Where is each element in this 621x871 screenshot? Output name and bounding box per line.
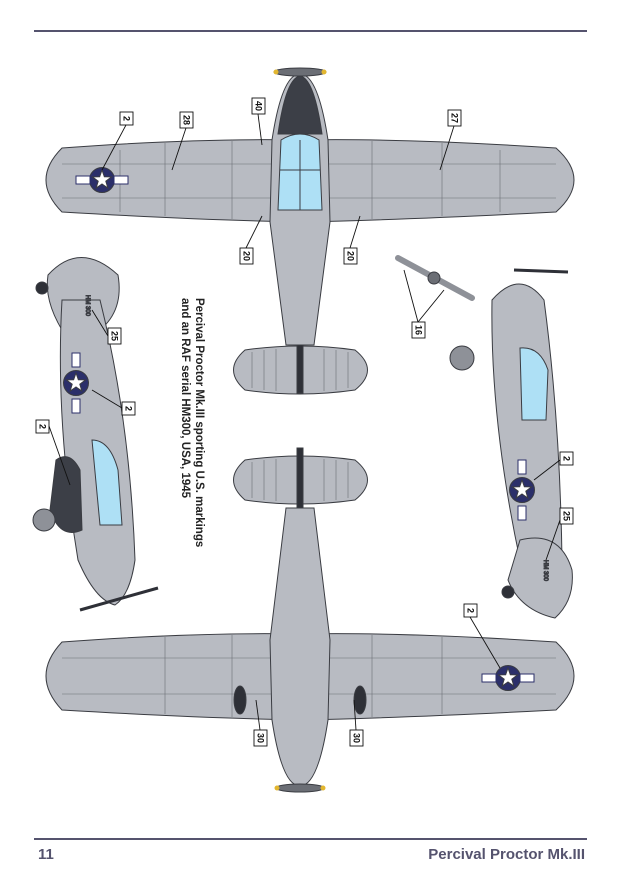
svg-text:2: 2 [562, 456, 572, 461]
header-rule [34, 30, 587, 32]
callout-right-16: 16 [403, 269, 445, 339]
callout-left-25: 25 [91, 309, 122, 345]
callout-bottom-30a: 30 [253, 699, 268, 747]
page-number: 11 [38, 846, 54, 863]
footer-title: Percival Proctor Mk.III [428, 846, 585, 863]
right-side-canopy [519, 347, 549, 421]
footer-rule [34, 838, 587, 840]
svg-text:40: 40 [254, 101, 264, 111]
svg-text:20: 20 [242, 251, 252, 261]
caption-line-2: and an RAF serial HM300, USA, 1945 [179, 298, 191, 499]
callout-top-20b: 20 [343, 215, 361, 265]
right-side-fin [507, 537, 573, 619]
top-view-anti-glare [277, 75, 323, 135]
callout-top-28: 28 [171, 111, 194, 171]
callout-left-2a: 2 [91, 389, 136, 416]
left-side-serial: HM 300 [84, 295, 90, 317]
top-view-spinner [273, 67, 327, 77]
right-side-serial: HM 300 [542, 560, 548, 582]
callout-right-25: 25 [545, 507, 574, 561]
svg-text:25: 25 [562, 511, 572, 521]
svg-text:28: 28 [182, 115, 192, 125]
svg-text:27: 27 [450, 113, 460, 123]
svg-text:25: 25 [110, 331, 120, 341]
callout-left-2b: 2 [35, 419, 71, 486]
svg-text:30: 30 [256, 733, 266, 743]
left-side-canopy [91, 439, 123, 526]
callouts: 2 28 40 27 20 20 25 2 2 16 2 25 2 30 30 [35, 97, 574, 747]
callout-right-2: 2 [533, 451, 574, 481]
callout-bottom-2: 2 [463, 603, 501, 669]
left-side-view-aircraft: HM 300 [32, 257, 159, 612]
bottom-view-fuselage [269, 507, 331, 787]
top-view-aircraft [45, 67, 575, 395]
callout-top-20a: 20 [239, 215, 263, 265]
bottom-view-aircraft [45, 447, 575, 793]
callout-bottom-30b: 30 [349, 699, 364, 747]
svg-text:2: 2 [466, 608, 476, 613]
svg-text:30: 30 [352, 733, 362, 743]
callout-top-27: 27 [439, 109, 462, 171]
svg-text:2: 2 [122, 116, 132, 121]
right-side-view-aircraft: HM 300 [395, 255, 573, 619]
svg-text:20: 20 [346, 251, 356, 261]
figure-caption: Percival Proctor Mk.III sporting U.S. ma… [179, 298, 206, 618]
right-side-fuselage [491, 283, 563, 561]
callout-top-2: 2 [101, 111, 134, 171]
svg-text:16: 16 [414, 325, 424, 335]
svg-text:2: 2 [38, 424, 48, 429]
callout-top-40: 40 [251, 97, 266, 146]
svg-text:2: 2 [124, 406, 134, 411]
caption-line-1: Percival Proctor Mk.III sporting U.S. ma… [193, 298, 205, 548]
bottom-view-spinner [275, 783, 325, 793]
